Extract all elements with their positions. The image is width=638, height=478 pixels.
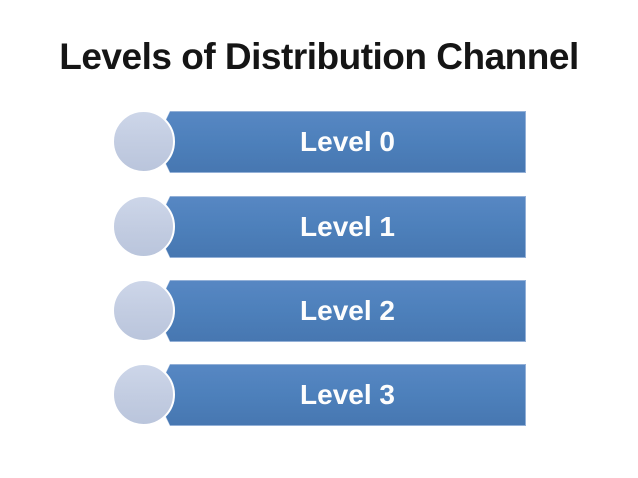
level-row: Level 1 bbox=[0, 195, 638, 260]
level-bullet-circle bbox=[112, 110, 175, 173]
level-bar-shape: Level 1 bbox=[155, 196, 526, 258]
slide-title: Levels of Distribution Channel bbox=[59, 36, 579, 77]
level-bar-shape: Level 0 bbox=[155, 111, 526, 173]
level-label: Level 1 bbox=[300, 211, 395, 242]
level-bar-fill bbox=[156, 197, 525, 257]
level-bar-fill bbox=[156, 281, 525, 341]
level-bar-shape: Level 2 bbox=[155, 280, 526, 342]
level-bullet-circle bbox=[112, 279, 175, 342]
level-bar-shape: Level 3 bbox=[155, 364, 526, 426]
level-label: Level 2 bbox=[300, 295, 395, 326]
level-bullet-circle bbox=[112, 363, 175, 426]
level-row: Level 3 bbox=[0, 363, 638, 428]
level-bullet-circle bbox=[112, 195, 175, 258]
level-label: Level 3 bbox=[300, 379, 395, 410]
level-row: Level 2 bbox=[0, 279, 638, 344]
level-bar-fill bbox=[156, 112, 525, 172]
level-label: Level 0 bbox=[300, 126, 395, 157]
level-bar-fill bbox=[156, 365, 525, 425]
level-row: Level 0 bbox=[0, 110, 638, 175]
